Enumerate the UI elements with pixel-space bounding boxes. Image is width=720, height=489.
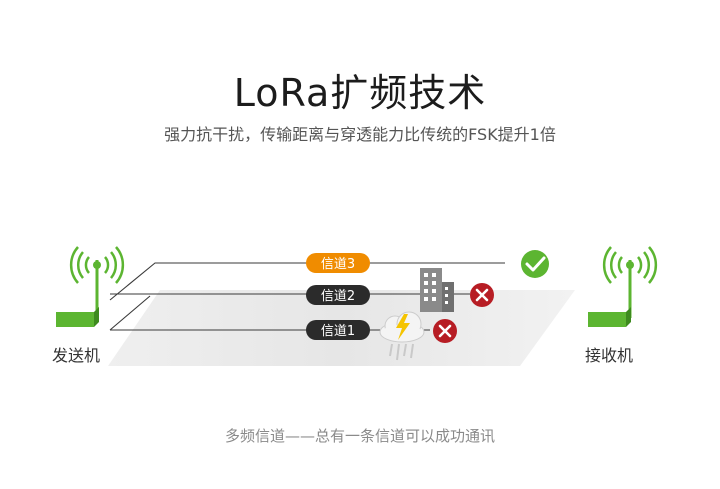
storm-cloud-icon — [379, 311, 425, 361]
channel-3-label: 信道3 — [306, 253, 370, 273]
cross-icon — [433, 319, 457, 343]
transmitter-antenna-icon — [56, 246, 125, 327]
channel-1-path — [109, 295, 430, 331]
page-subtitle: 强力抗干扰，传输距离与穿透能力比传统的FSK提升1倍 — [164, 125, 556, 144]
channel-1-label: 信道1 — [306, 320, 370, 340]
building-icon — [420, 268, 454, 312]
caption: 多频信道——总有一条信道可以成功通讯 — [224, 427, 495, 445]
check-icon — [521, 250, 549, 278]
channel-2-label-text: 信道2 — [321, 289, 355, 304]
channel-3-path — [109, 262, 505, 301]
receiver-label: 接收机 — [585, 346, 634, 365]
cross-icon — [470, 283, 494, 307]
channel-1-label-text: 信道1 — [321, 324, 355, 339]
channel-3-label-text: 信道3 — [321, 257, 355, 272]
transmitter-label: 发送机 — [52, 346, 101, 365]
receiver-antenna-icon — [588, 246, 658, 327]
page-title: LoRa扩频技术 — [233, 71, 487, 115]
channel-2-label: 信道2 — [306, 285, 370, 305]
